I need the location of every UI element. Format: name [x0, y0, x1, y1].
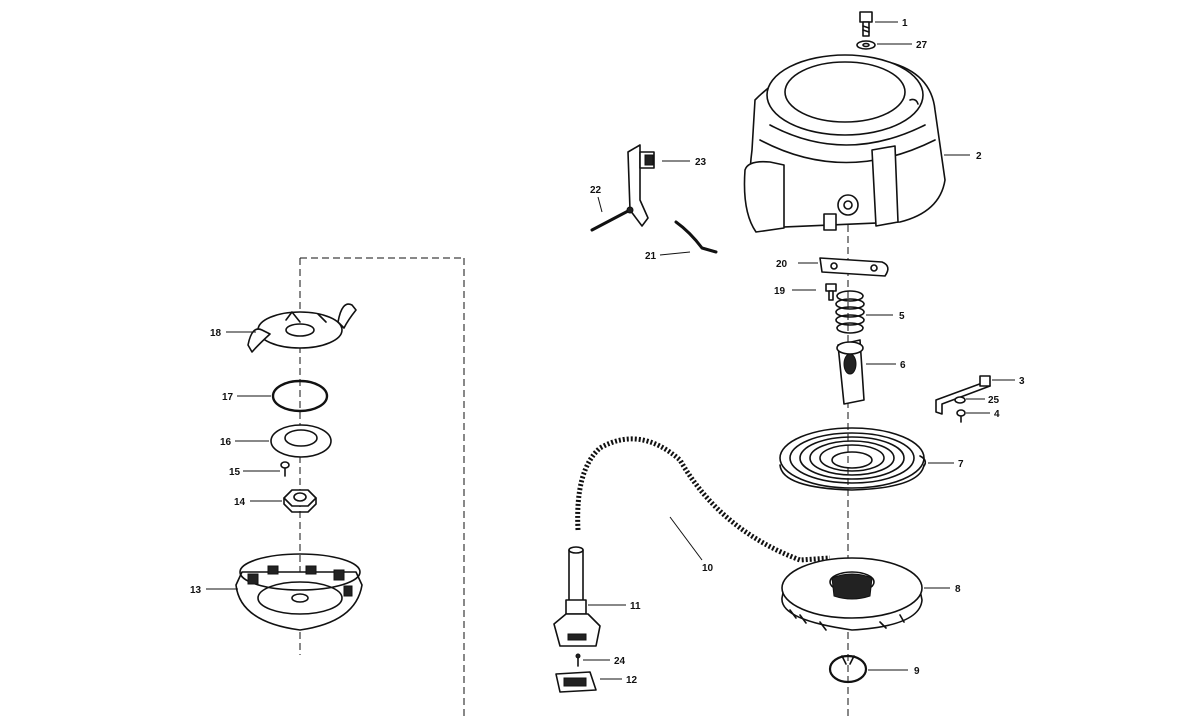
part-23-lockout-lever: [627, 144, 655, 227]
label-part-15: 15: [229, 467, 241, 478]
part-11-handle: [553, 546, 601, 647]
part-12-handle-insert: [555, 671, 597, 693]
label-part-24: 24: [614, 656, 626, 667]
label-part-14: 14: [234, 497, 246, 508]
label-part-1: 1: [902, 18, 908, 29]
label-part-3: 3: [1019, 376, 1025, 387]
label-part-12: 12: [626, 675, 638, 686]
label-part-9: 9: [914, 666, 920, 677]
part-27-washer: [856, 40, 876, 50]
part-labels: 1 27 2 3 25 4 5 6 7 8 9 10 11 24 12 13 1…: [190, 18, 1025, 686]
part-17-ring: [271, 379, 329, 413]
part-2-starter-housing: [743, 54, 946, 233]
part-15-screw: [280, 461, 290, 477]
label-part-7: 7: [958, 459, 964, 470]
label-part-22: 22: [590, 185, 602, 196]
label-part-21: 21: [645, 251, 657, 262]
part-16-washer: [270, 424, 332, 458]
part-13-cup: [235, 553, 363, 631]
part-22-pin: [590, 206, 634, 232]
label-part-8: 8: [955, 584, 961, 595]
part-3-bracket: [935, 375, 991, 415]
part-5-spring: [835, 290, 865, 334]
part-18-pawl-plate: [247, 303, 357, 353]
label-part-20: 20: [776, 259, 788, 270]
label-part-23: 23: [695, 157, 707, 168]
part-19-screw: [825, 283, 837, 301]
label-part-19: 19: [774, 286, 786, 297]
part-7-recoil-spring: [779, 427, 927, 491]
label-part-18: 18: [210, 328, 222, 339]
label-part-27: 27: [916, 40, 928, 51]
part-1-screw: [859, 11, 873, 37]
label-part-25: 25: [988, 395, 1000, 406]
part-6-plunger: [836, 339, 865, 405]
leader-lines: [206, 21, 1015, 680]
label-part-10: 10: [702, 563, 714, 574]
label-part-2: 2: [976, 151, 982, 162]
part-20-plate: [819, 257, 889, 277]
label-part-16: 16: [220, 437, 232, 448]
label-part-4: 4: [994, 409, 1000, 420]
part-14-nut: [283, 489, 317, 513]
part-9-retaining-ring: [828, 654, 868, 684]
part-8-pulley: [781, 557, 923, 631]
label-part-17: 17: [222, 392, 234, 403]
label-part-11: 11: [630, 601, 641, 612]
label-part-13: 13: [190, 585, 202, 596]
part-25-washer: [954, 396, 966, 404]
part-10-starter-rope: [575, 436, 831, 563]
part-4-screw: [956, 409, 966, 423]
label-part-6: 6: [900, 360, 906, 371]
part-24-screw: [575, 653, 581, 667]
label-part-5: 5: [899, 311, 905, 322]
part-21-spring-clip: [674, 220, 718, 254]
